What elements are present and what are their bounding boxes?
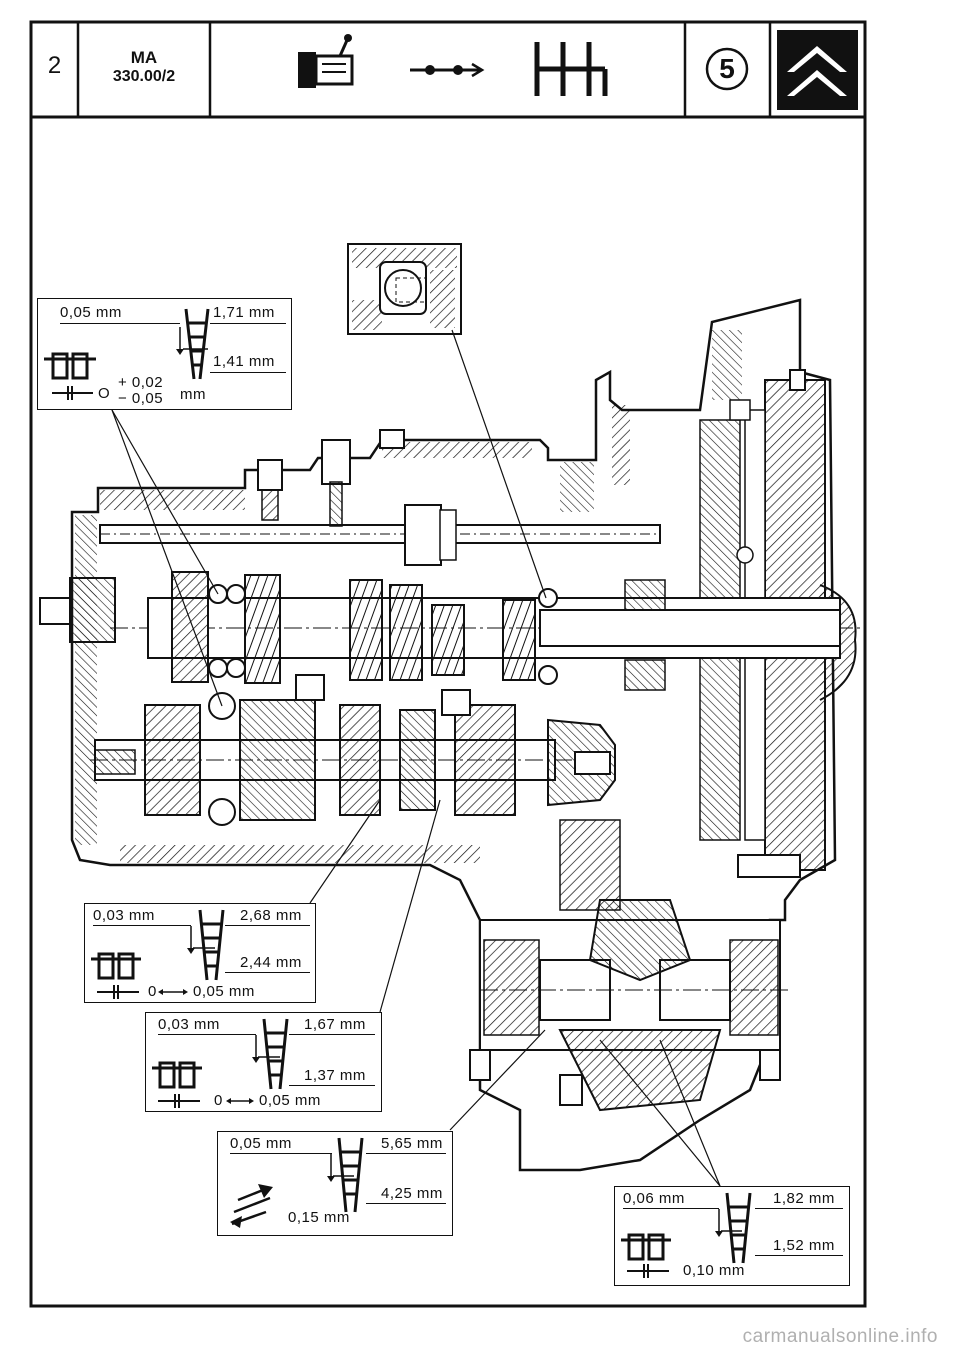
tol-value: 0,05 mm: [259, 1092, 321, 1109]
speeds-badge: 5: [719, 53, 735, 84]
gap-symbol-icon: [44, 352, 96, 400]
shim-max: 2,68 mm: [240, 907, 302, 924]
doc-code-cell: MA 330.00/2: [78, 22, 210, 117]
gap-symbol-icon: [152, 1061, 254, 1108]
tol-minus: − 0,05: [118, 390, 164, 407]
driveshaft-icon: [410, 62, 485, 78]
doc-code-line1: MA: [130, 48, 158, 67]
clearance-value: 0,05 mm: [60, 304, 122, 321]
spec-box-bottom-right: 0,06 mm 1,82 mm 1,52 mm 0,10 mm: [614, 1186, 850, 1286]
gap-symbol-icon: [91, 952, 188, 999]
clearance-value: 0,06 mm: [623, 1190, 685, 1207]
shim-ladder-icon: [252, 1018, 289, 1090]
gap-symbol-icon: [621, 1233, 671, 1278]
gearbox-section-drawing: [39, 243, 860, 1187]
clearance-value: 0,03 mm: [93, 907, 155, 924]
preload-symbol-icon: [230, 1184, 273, 1228]
tol-unit: mm: [180, 386, 206, 403]
shim-ladder-icon: [715, 1192, 752, 1264]
tol-value: 0,10 mm: [683, 1262, 745, 1279]
clearance-value: 0,03 mm: [158, 1016, 220, 1033]
tol-value: 0,15 mm: [288, 1209, 350, 1226]
tol-plus: + 0,02: [118, 374, 164, 391]
shim-max: 1,67 mm: [304, 1016, 366, 1033]
page-number-cell: 2: [31, 22, 78, 117]
spec-box-top-left: 0,05 mm 1,71 mm 1,41 mm O + 0,02 − 0,05 …: [37, 298, 292, 410]
shim-ladder-icon: [187, 909, 225, 981]
shim-min: 1,37 mm: [304, 1067, 366, 1084]
shim-max: 1,82 mm: [773, 1190, 835, 1207]
page-number: 2: [47, 52, 62, 79]
tol-base: 0: [214, 1092, 223, 1109]
shim-ladder-icon: [176, 308, 210, 380]
spec-box-mid-3: 0,05 mm 5,65 mm 4,25 mm 0,15 mm: [217, 1131, 453, 1236]
gearbox-icon: [298, 34, 354, 88]
spec-box-mid-2: 0,03 mm 1,67 mm 1,37 mm 0 0,05 mm: [145, 1012, 382, 1112]
tol-base: O: [98, 385, 111, 402]
citroen-logo-icon: [777, 30, 858, 110]
shim-max: 5,65 mm: [381, 1135, 443, 1152]
tol-value: 0,05 mm: [193, 983, 255, 1000]
shim-min: 4,25 mm: [381, 1185, 443, 1202]
clearance-value: 0,05 mm: [230, 1135, 292, 1152]
shim-max: 1,71 mm: [213, 304, 275, 321]
shim-min: 1,52 mm: [773, 1237, 835, 1254]
shift-pattern-icon: [534, 42, 608, 96]
doc-code-line2: 330.00/2: [112, 68, 176, 85]
watermark: carmanualsonline.info: [742, 1326, 938, 1347]
shim-min: 2,44 mm: [240, 954, 302, 971]
spec-box-mid-1: 0,03 mm 2,68 mm 2,44 mm 0 0,05 mm: [84, 903, 316, 1003]
shim-min: 1,41 mm: [213, 353, 275, 370]
shim-ladder-icon: [327, 1137, 364, 1213]
tol-base: 0: [148, 983, 157, 1000]
speeds-badge-circle: [705, 47, 749, 91]
